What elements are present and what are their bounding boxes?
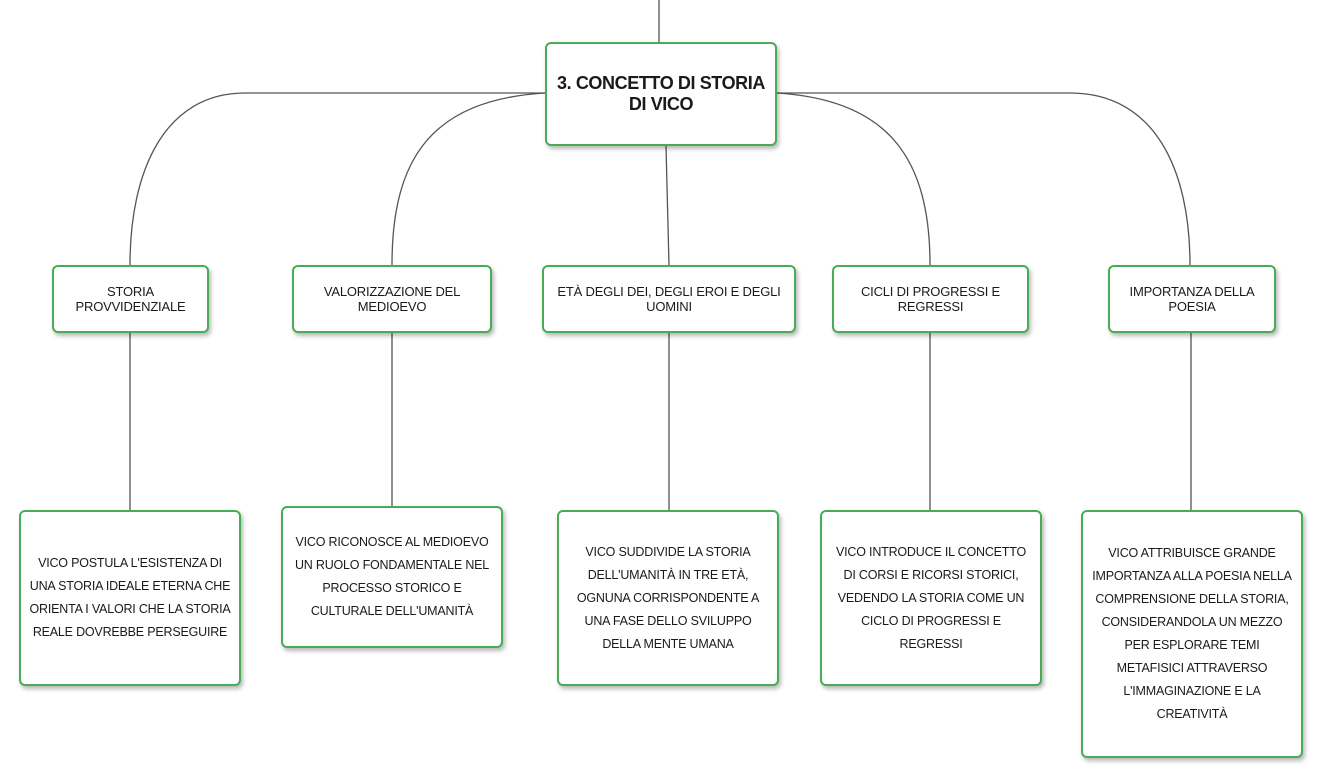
root-topic-label: 3. CONCETTO DI STORIA DI VICO — [557, 73, 765, 114]
topic-label: STORIA PROVVIDENZIALE — [75, 284, 186, 314]
topic-storia-provvidenziale[interactable]: STORIA PROVVIDENZIALE — [52, 265, 209, 333]
connector-branch-3 — [665, 145, 670, 266]
subtopic-text: VICO RICONOSCE AL MEDIOEVO UN RUOLO FOND… — [294, 535, 490, 618]
connector-branch-5 — [777, 92, 1191, 266]
topic-label: VALORIZZAZIONE DEL MEDIOEVO — [323, 284, 461, 314]
subtopic-text: VICO POSTULA L'ESISTENZA DI UNA STORIA I… — [29, 556, 231, 639]
connector-branch-4 — [776, 92, 931, 266]
subtopic-importanza-poesia[interactable]: VICO ATTRIBUISCE GRANDE IMPORTANZA ALLA … — [1081, 510, 1303, 758]
topic-label: IMPORTANZA DELLA POESIA — [1129, 284, 1255, 314]
subtopic-storia-provvidenziale[interactable]: VICO POSTULA L'ESISTENZA DI UNA STORIA I… — [19, 510, 241, 686]
root-topic[interactable]: 3. CONCETTO DI STORIA DI VICO — [545, 42, 777, 146]
subtopic-cicli-progressi-regressi[interactable]: VICO INTRODUCE IL CONCETTO DI CORSI E RI… — [820, 510, 1042, 686]
connector-branch-1 — [129, 92, 545, 266]
topic-eta-dei-eroi-uomini[interactable]: ETÀ DEGLI DEI, DEGLI EROI E DEGLI UOMINI — [542, 265, 796, 333]
topic-cicli-progressi-regressi[interactable]: CICLI DI PROGRESSI E REGRESSI — [832, 265, 1029, 333]
subtopic-eta-dei-eroi-uomini[interactable]: VICO SUDDIVIDE LA STORIA DELL'UMANITÀ IN… — [557, 510, 779, 686]
topic-label: CICLI DI PROGRESSI E REGRESSI — [860, 284, 1001, 314]
topic-valorizzazione-medioevo[interactable]: VALORIZZAZIONE DEL MEDIOEVO — [292, 265, 492, 333]
connector-branch-2 — [391, 92, 546, 266]
topic-label: ETÀ DEGLI DEI, DEGLI EROI E DEGLI UOMINI — [557, 284, 781, 314]
subtopic-text: VICO ATTRIBUISCE GRANDE IMPORTANZA ALLA … — [1092, 546, 1292, 721]
subtopic-text: VICO INTRODUCE IL CONCETTO DI CORSI E RI… — [836, 544, 1026, 651]
topic-importanza-poesia[interactable]: IMPORTANZA DELLA POESIA — [1108, 265, 1276, 333]
subtopic-valorizzazione-medioevo[interactable]: VICO RICONOSCE AL MEDIOEVO UN RUOLO FOND… — [281, 506, 503, 648]
subtopic-text: VICO SUDDIVIDE LA STORIA DELL'UMANITÀ IN… — [576, 544, 760, 651]
